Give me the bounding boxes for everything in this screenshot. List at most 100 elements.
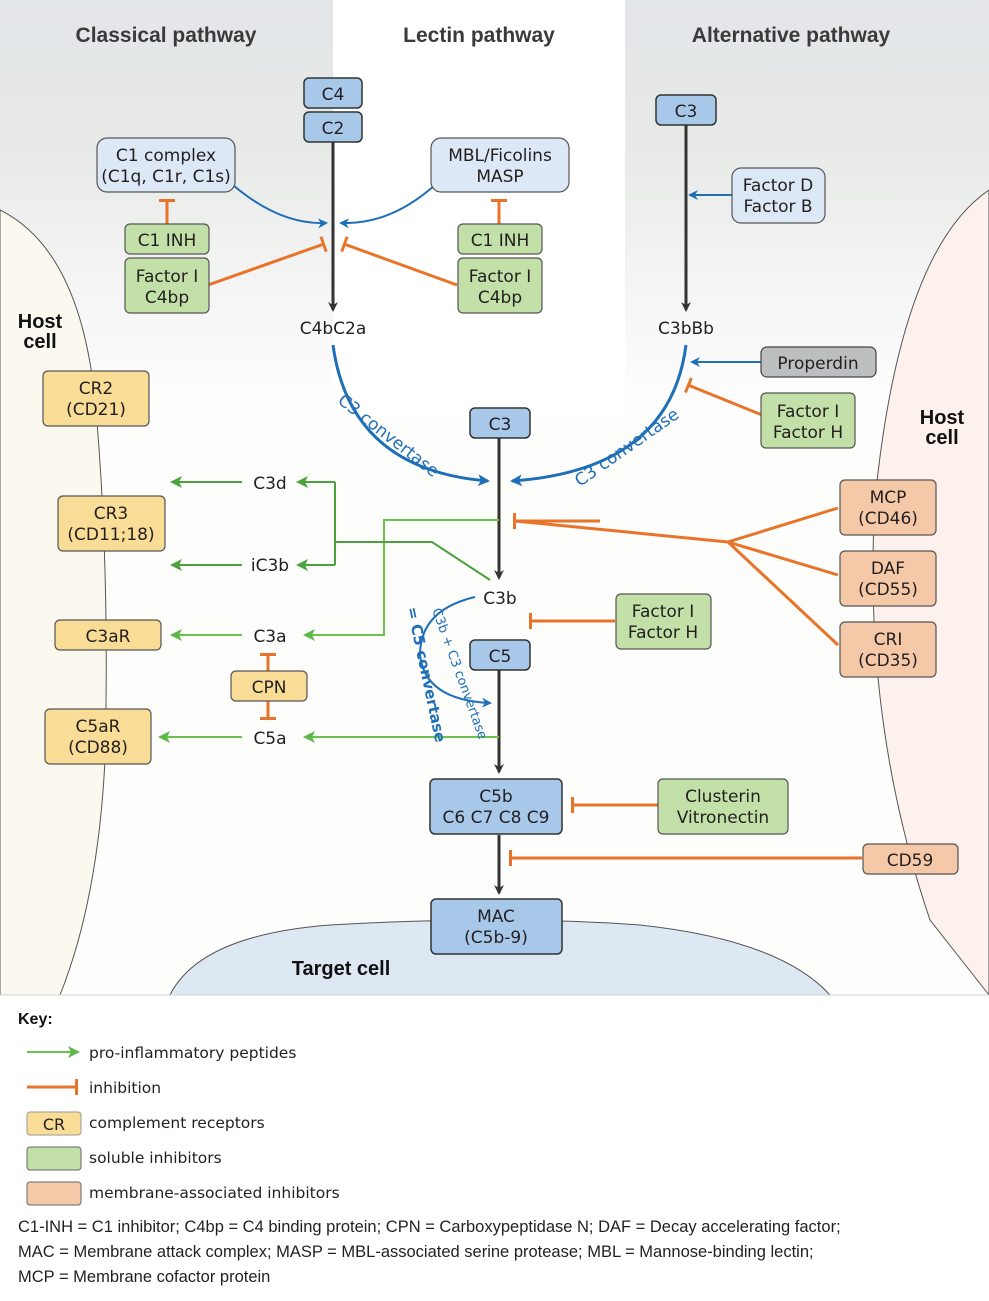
c4-box[interactable]: C4	[303, 77, 363, 109]
c1-inh-right-box[interactable]: C1 INH	[457, 223, 543, 255]
ic3b-label: iC3b	[251, 556, 289, 576]
svg-text:(CD11;18): (CD11;18)	[67, 525, 154, 545]
c2-box[interactable]: C2	[303, 111, 363, 143]
svg-text:C5b: C5b	[479, 787, 512, 807]
svg-text:Factor H: Factor H	[628, 623, 698, 643]
key-item-membrane: membrane-associated inhibitors	[26, 1181, 340, 1206]
c3bbb-label: C3bBb	[658, 319, 714, 339]
key-item-soluble: soluble inhibitors	[26, 1146, 222, 1171]
c1-complex-box[interactable]: C1 complex (C1q, C1r, C1s)	[96, 137, 236, 193]
key-title: Key:	[18, 1011, 53, 1028]
cpn-box[interactable]: CPN	[230, 670, 308, 702]
key-legend: Key: pro-inflammatory peptides inhibitio…	[18, 1011, 340, 1206]
properdin-box[interactable]: Properdin	[760, 346, 877, 378]
cr2-box[interactable]: CR2 (CD21)	[42, 370, 150, 427]
svg-text:Vitronectin: Vitronectin	[677, 808, 769, 828]
svg-text:(CD46): (CD46)	[858, 509, 918, 529]
mac-box[interactable]: MAC (C5b-9)	[430, 898, 563, 955]
svg-text:C1 INH: C1 INH	[471, 231, 530, 251]
header-alternative: Alternative pathway	[692, 24, 891, 47]
svg-text:(CD35): (CD35)	[858, 651, 918, 671]
svg-text:(C1q, C1r, C1s): (C1q, C1r, C1s)	[101, 167, 231, 187]
c3-center-box[interactable]: C3	[469, 407, 531, 439]
svg-text:CD59: CD59	[887, 851, 934, 871]
svg-text:CR2: CR2	[79, 379, 114, 399]
svg-text:(CD88): (CD88)	[68, 738, 128, 758]
c3-to-c3a-arrow	[303, 519, 499, 641]
svg-text:pro-inflammatory peptides: pro-inflammatory peptides	[89, 1044, 296, 1062]
header-classical: Classical pathway	[76, 24, 257, 47]
abbreviations-line-2: MAC = Membrane attack complex; MASP = MB…	[18, 1243, 814, 1261]
svg-text:MBL/Ficolins: MBL/Ficolins	[448, 146, 552, 166]
factor-i-h-mid-box[interactable]: Factor I Factor H	[615, 593, 712, 650]
factor-i-h-top-box[interactable]: Factor I Factor H	[760, 392, 856, 449]
svg-text:Clusterin: Clusterin	[685, 787, 761, 807]
svg-text:Factor I: Factor I	[777, 402, 839, 422]
factor-d-b-box[interactable]: Factor D Factor B	[731, 167, 826, 224]
svg-text:CPN: CPN	[252, 678, 287, 698]
mbl-masp-box[interactable]: MBL/Ficolins MASP	[430, 137, 570, 193]
svg-text:Factor H: Factor H	[773, 423, 843, 443]
svg-text:C4bp: C4bp	[478, 288, 522, 308]
svg-text:C2: C2	[322, 119, 345, 139]
c5a-label: C5a	[253, 729, 286, 749]
svg-text:C3: C3	[675, 102, 698, 122]
cr3-box[interactable]: CR3 (CD11;18)	[57, 495, 166, 552]
c5ar-box[interactable]: C5aR (CD88)	[44, 708, 152, 765]
c3b-label: C3b	[483, 589, 516, 609]
svg-text:C5aR: C5aR	[76, 717, 121, 737]
c1-inh-left-box[interactable]: C1 INH	[124, 223, 210, 255]
svg-text:MAC: MAC	[477, 907, 515, 927]
svg-text:CRI: CRI	[874, 630, 903, 650]
abbreviations-line-3: MCP = Membrane cofactor protein	[18, 1268, 270, 1286]
host-cell-left-label-1: Host	[18, 311, 63, 333]
factor-i-c4bp-right-box[interactable]: Factor I C4bp	[457, 257, 543, 314]
header-lectin: Lectin pathway	[403, 24, 555, 47]
mbl-activation-arrow	[339, 184, 436, 229]
svg-text:Properdin: Properdin	[777, 354, 858, 374]
soluble-swatch	[26, 1146, 82, 1171]
host-cell-left-label-2: cell	[23, 331, 56, 353]
svg-text:C4bp: C4bp	[145, 288, 189, 308]
svg-text:C1 complex: C1 complex	[116, 146, 216, 166]
cri-box[interactable]: CRI (CD35)	[839, 621, 937, 678]
svg-text:MASP: MASP	[476, 167, 523, 187]
membrane-inhibitor-fan	[514, 506, 840, 647]
factor-i-c4bp-left-inhibition	[207, 236, 328, 287]
factor-ih-top-inhibition	[684, 377, 763, 417]
host-cell-right-label-2: cell	[925, 427, 958, 449]
c1-activation-arrow	[232, 184, 328, 229]
svg-text:complement receptors: complement receptors	[89, 1114, 265, 1132]
cd59-box[interactable]: CD59	[862, 843, 959, 875]
svg-text:(C5b-9): (C5b-9)	[464, 928, 528, 948]
membrane-swatch	[26, 1181, 82, 1206]
svg-text:C5: C5	[489, 647, 512, 667]
svg-text:C3: C3	[489, 415, 512, 435]
clusterin-vitronectin-box[interactable]: Clusterin Vitronectin	[657, 778, 789, 835]
svg-text:C4: C4	[322, 85, 345, 105]
svg-text:inhibition: inhibition	[89, 1079, 161, 1097]
c4bc2a-label: C4bC2a	[300, 319, 367, 339]
c5-convertase-arc	[418, 596, 492, 708]
c3ar-box[interactable]: C3aR	[54, 619, 162, 651]
daf-box[interactable]: DAF (CD55)	[839, 550, 937, 607]
svg-text:CR: CR	[43, 1115, 65, 1134]
key-item-inhibition: inhibition	[27, 1079, 161, 1097]
svg-text:Factor D: Factor D	[743, 176, 814, 196]
factor-i-c4bp-left-box[interactable]: Factor I C4bp	[124, 257, 210, 314]
c3-convertase-right-arc	[510, 344, 688, 487]
svg-text:Factor I: Factor I	[469, 267, 531, 287]
svg-text:DAF: DAF	[871, 559, 905, 579]
c3-convertase-left-arc	[331, 344, 490, 487]
svg-text:membrane-associated inhibitors: membrane-associated inhibitors	[89, 1184, 340, 1202]
svg-text:MCP: MCP	[870, 488, 907, 508]
mcp-box[interactable]: MCP (CD46)	[839, 479, 937, 536]
svg-text:(CD55): (CD55)	[858, 580, 918, 600]
c5b-complex-box[interactable]: C5b C6 C7 C8 C9	[429, 778, 563, 835]
factor-i-c4bp-right-inhibition	[340, 236, 458, 287]
c3-alternative-box[interactable]: C3	[655, 94, 717, 126]
c5-box[interactable]: C5	[469, 639, 531, 671]
c3b-split-line	[335, 541, 491, 581]
c3a-label: C3a	[253, 627, 286, 647]
